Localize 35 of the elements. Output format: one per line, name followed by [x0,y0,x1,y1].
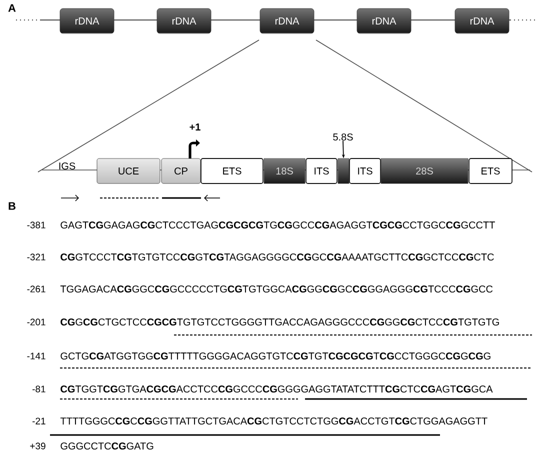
gene-box: rDNA [156,8,212,34]
sequence-line: GCTGCGATGGTGGCGTTTTTGGGGACAGGTGTCCGTGTCGCGCGTCGCCTGGGCCGGCGG [60,352,490,360]
sequence-line: CGGTCCCTCGTGTGTCCCGGTCGTAGGAGGGGCCGGCCGAAAATGCTTCCGGCTCCCGCTC [60,253,494,261]
region-label: IGS [59,162,76,170]
line-number: +39 [30,442,46,450]
line-number: -201 [27,318,46,326]
line-number: -261 [27,286,46,292]
segment-box: ETS [200,158,264,184]
segment-box [338,158,350,184]
line-number: -381 [27,222,46,228]
line-number: -21 [32,418,46,424]
panel-label: A [8,4,16,12]
line-number: -141 [27,352,46,360]
segment-box: CP [161,158,201,184]
segment-box: ETS [468,158,512,184]
sequence-line: TGGAGACACGGGCCGGCCCCCTGCGTGTGGCACGGGCGGCCGGGAGGGCGTCCCCGGCC [60,285,493,293]
segment-box: 28S [380,158,468,184]
gene-box: rDNA [260,8,314,34]
gene-box: rDNA [356,8,412,34]
segment-box: ITS [306,158,338,184]
segment-box: 18S [264,158,306,184]
gene-box: rDNA [454,8,510,34]
gene-box: rDNA [60,8,114,34]
line-number: -81 [32,386,46,392]
segment-box: UCE [96,158,160,184]
sequence-line: CGTGGTCGGTGACGCGACCTCCCGGCCCCGGGGGAGGTATATCTTTCGCTCCGAGTCGGCA [60,385,493,393]
sequence-line: TTTTGGGCCGCCGGGTTATTGCTGACACGCTGTCCTCTGGCGACCTGTCGCTGGAGAGGTT [60,417,488,425]
sequence-line: GGGCCTCCGGATG [60,442,154,450]
segment-label: 5.8S [333,133,353,141]
position-label: +1 [190,124,200,130]
sequence-line: CGGCGCTGCTCCCGCGTGTGTCCTGGGGTTGACCAGAGGGCCCCGGGCGCTCCCGTGTGTG [60,318,499,326]
line-number: -321 [27,254,46,260]
segment-box: ITS [349,158,381,184]
panel-label: B [8,202,16,210]
sequence-line: GAGTCGGAGAGCGCTCCCTGAGCGCGCGTGCGGCCCGAGAGGTCGCGCCTGGCCGGCCTT [60,221,495,229]
